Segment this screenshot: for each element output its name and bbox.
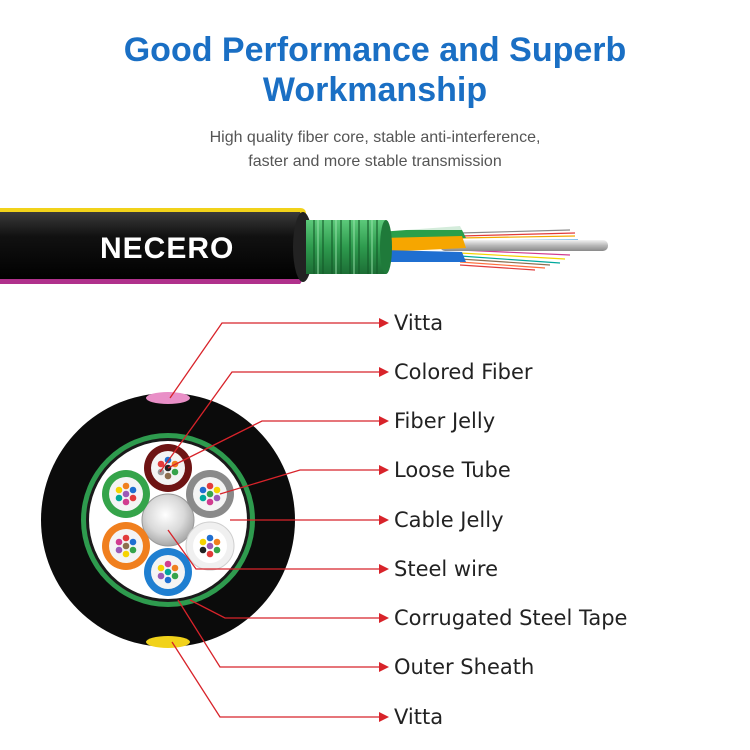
subtitle-line-2: faster and more stable transmission [248, 153, 502, 170]
page-subtitle: High quality fiber core, stable anti-int… [0, 126, 750, 174]
leader-lines [159, 322, 380, 718]
label-colored-fiber: Colored Fiber [394, 360, 533, 384]
subtitle-line-1: High quality fiber core, stable anti-int… [209, 129, 541, 146]
label-outer-sheath: Outer Sheath [394, 655, 535, 679]
page-title: Good Performance and Superb Workmanship [0, 30, 750, 110]
title-line-2: Workmanship [262, 71, 488, 109]
colored-fibers [115, 456, 221, 584]
label-vitta-bottom: Vitta [394, 705, 444, 729]
label-vitta-top: Vitta [394, 311, 444, 335]
outer-sheath-side [0, 212, 309, 282]
label-loose-tube: Loose Tube [394, 458, 511, 482]
cable-side-view: NECERO [0, 208, 608, 284]
label-fiber-jelly: Fiber Jelly [394, 409, 496, 433]
central-steel-wire [141, 493, 195, 547]
leader-arrowheads [379, 318, 389, 722]
vitta-stripe-purple [0, 279, 302, 284]
label-corrugated-steel-tape: Corrugated Steel Tape [394, 606, 628, 630]
label-cable-jelly: Cable Jelly [394, 508, 504, 532]
vitta-bottom-mark [146, 636, 190, 648]
loose-tube-blue [380, 250, 466, 262]
title-line-1: Good Performance and Superb [123, 31, 627, 69]
vitta-top-mark [146, 392, 190, 404]
cable-cross-section [41, 392, 295, 648]
label-steel-wire: Steel wire [394, 557, 499, 581]
brand-logo: NECERO [100, 232, 234, 265]
loose-tube-orange [380, 236, 466, 252]
steel-wire-side [440, 240, 608, 251]
